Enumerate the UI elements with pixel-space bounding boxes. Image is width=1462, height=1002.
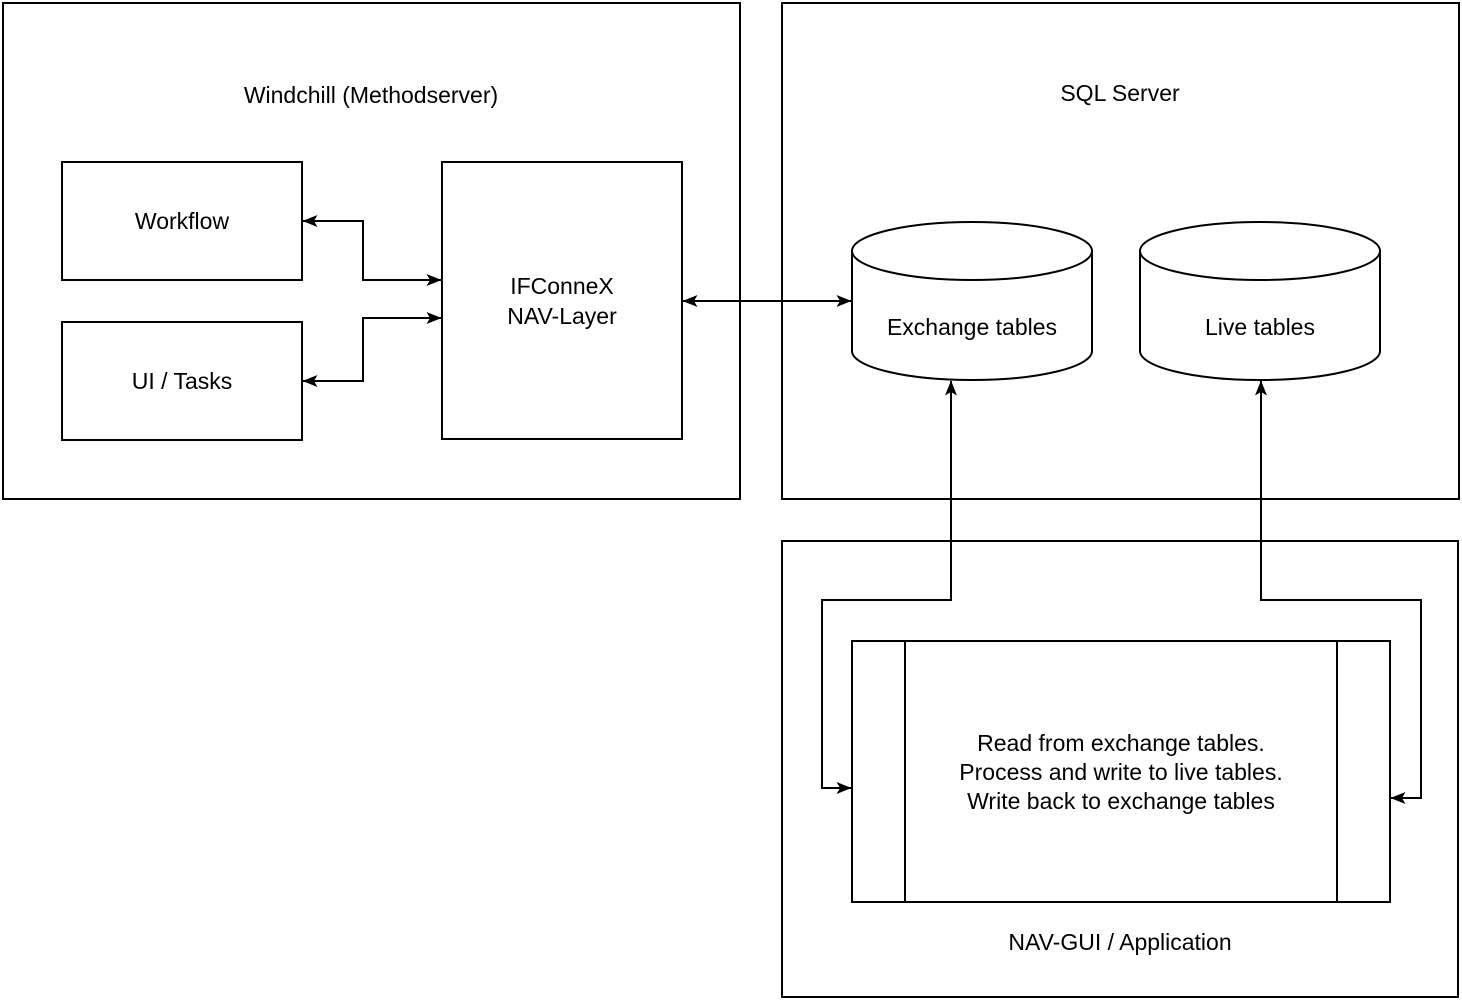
ifconnex-label-line1: IFConneX (510, 273, 614, 299)
process-text-line3: Write back to exchange tables (967, 788, 1275, 814)
live-tables-label: Live tables (1205, 314, 1315, 340)
workflow-label: Workflow (135, 208, 230, 234)
windchill-title: Windchill (Methodserver) (244, 82, 498, 108)
sql-server-title: SQL Server (1060, 80, 1180, 106)
live-tables-cylinder (1139, 221, 1381, 381)
connector-live-process (1255, 380, 1422, 804)
connector-workflow-ifconnex (302, 215, 442, 286)
ifconnex-box (441, 161, 683, 440)
ifconnex-label-line2: NAV-Layer (507, 303, 617, 329)
process-text-line1: Read from exchange tables. (977, 730, 1265, 756)
ui-tasks-label: UI / Tasks (132, 368, 233, 394)
exchange-tables-label: Exchange tables (887, 314, 1057, 340)
connector-exchange-process (821, 380, 957, 794)
workflow-box (61, 161, 303, 281)
nav-gui-title: NAV-GUI / Application (1008, 929, 1231, 955)
exchange-tables-cylinder (851, 221, 1093, 381)
process-text-line2: Process and write to live tables. (959, 759, 1282, 785)
connector-uitasks-ifconnex (302, 312, 442, 387)
ui-tasks-box (61, 321, 303, 441)
